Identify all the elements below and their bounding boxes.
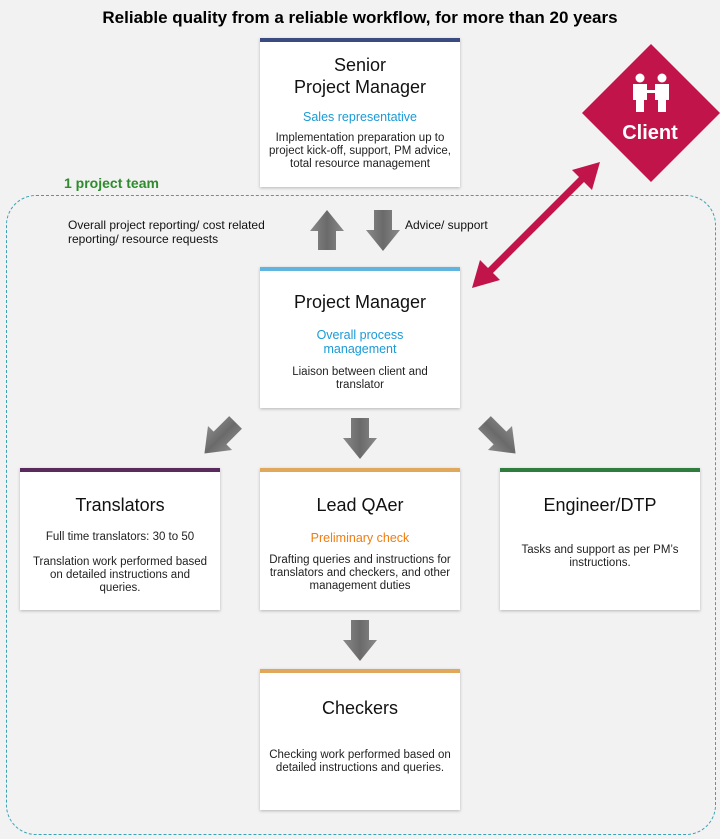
card-top-bar <box>260 38 460 42</box>
card-top-bar <box>260 267 460 271</box>
pm-role: Overall process management <box>316 328 404 356</box>
up-arrow <box>310 210 344 250</box>
lead-qaer-role: Preliminary check <box>310 531 410 545</box>
lead-qaer-title: Lead QAer <box>316 495 404 515</box>
client-diamond <box>582 44 720 182</box>
down-arrow-checkers <box>343 620 377 661</box>
advice-note: Advice/ support <box>405 218 488 232</box>
pm-desc: Liaison between client and translator <box>292 366 428 391</box>
senior-pm-role: Sales representative <box>303 110 417 124</box>
pm-title: Project Manager <box>293 292 427 312</box>
card-top-bar <box>260 669 460 673</box>
people-icon <box>633 73 669 112</box>
checkers-desc: Checking work performed based on detaile… <box>269 749 451 774</box>
card-top-bar <box>20 468 220 472</box>
lead-qaer-card: Lead QAer Preliminary check Drafting que… <box>260 468 460 610</box>
down-arrow <box>366 210 400 251</box>
translators-desc-2: Translation work performed based on deta… <box>32 556 208 594</box>
reporting-note: Overall project reporting/ cost related … <box>68 218 265 246</box>
project-team-label: 1 project team <box>64 175 159 191</box>
pm-card: Project Manager Overall process manageme… <box>260 267 460 408</box>
client-label: Client <box>622 122 678 144</box>
lead-qaer-desc: Drafting queries and instructions for tr… <box>269 554 451 592</box>
checkers-title: Checkers <box>321 698 399 718</box>
translators-title: Translators <box>75 495 165 515</box>
senior-pm-title-1: Senior <box>333 55 387 75</box>
down-arrow-lead <box>343 418 377 459</box>
card-top-bar <box>260 468 460 472</box>
engineer-card: Engineer/DTP Tasks and support as per PM… <box>500 468 700 610</box>
senior-pm-desc: Implementation preparation up to project… <box>269 132 451 170</box>
senior-pm-card: Senior Project Manager Sales representat… <box>260 38 460 187</box>
senior-pm-title-2: Project Manager <box>293 77 427 97</box>
page-title: Reliable quality from a reliable workflo… <box>102 8 618 27</box>
card-top-bar <box>500 468 700 472</box>
project-team-boundary <box>6 195 716 835</box>
engineer-desc: Tasks and support as per PM’s instructio… <box>521 544 679 569</box>
checkers-card: Checkers Checking work performed based o… <box>260 669 460 810</box>
translators-card: Translators Full time translators: 30 to… <box>20 468 220 610</box>
diag-left-arrow <box>204 416 242 454</box>
diag-right-arrow <box>478 416 516 454</box>
engineer-title: Engineer/DTP <box>543 495 657 515</box>
client-double-arrow <box>472 162 600 288</box>
translators-desc-1: Full time translators: 30 to 50 <box>45 531 195 543</box>
